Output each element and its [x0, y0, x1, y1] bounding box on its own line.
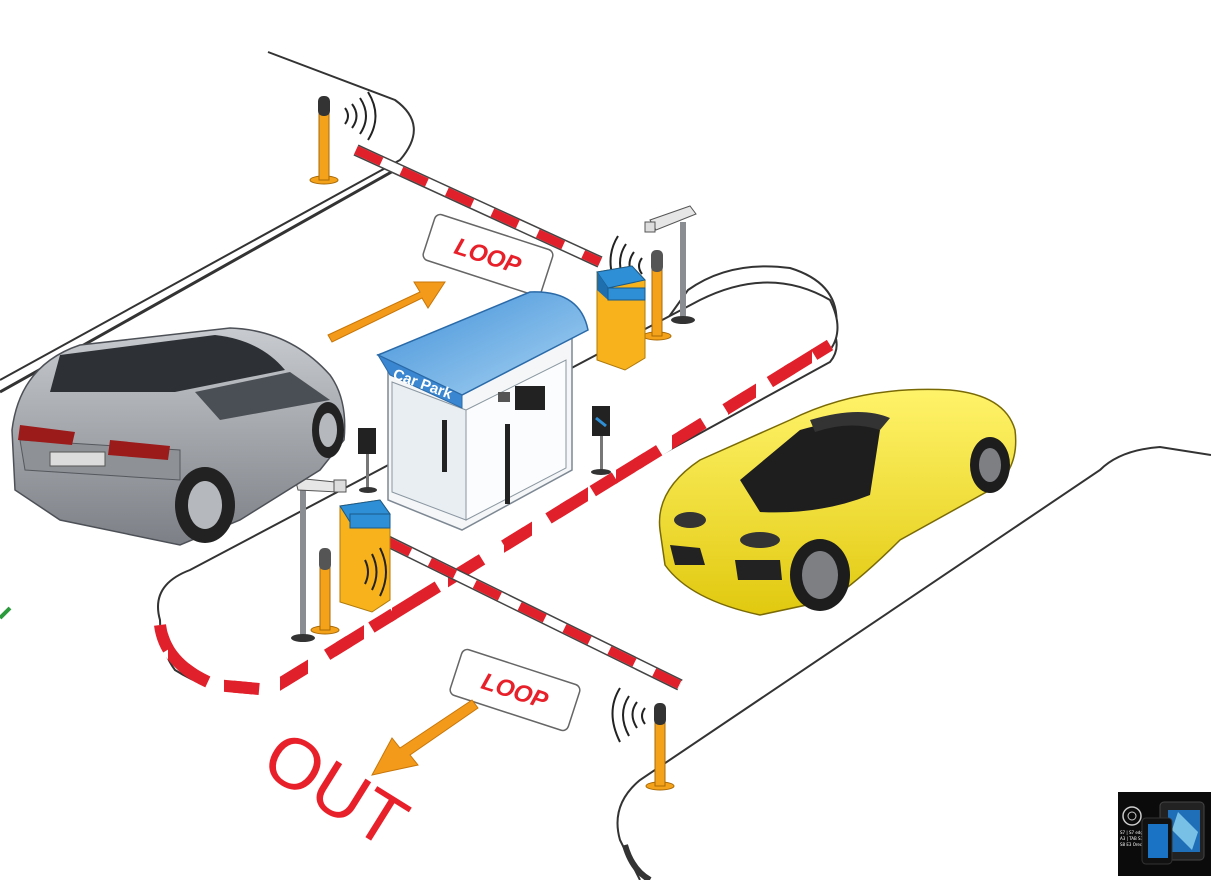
camera-pole-left	[291, 477, 347, 642]
phone-thumbnail: S7 | S7 edge A3 | TAB S3 S8 E3 Oreo	[1118, 792, 1211, 876]
car-park-booth: Car Park	[376, 291, 589, 531]
arrow-down-left-icon	[371, 699, 479, 776]
entry-barrier-arm	[353, 144, 603, 268]
card-reader-left	[358, 428, 377, 493]
thumbnail-text-3: S8 E3 Oreo	[1120, 842, 1143, 847]
exit-label: OUT	[250, 716, 421, 864]
card-reader-right	[591, 406, 611, 475]
exit-loop-pad: LOOP	[449, 648, 581, 732]
thumbnail-text-2: A3 | TAB S3	[1120, 836, 1144, 841]
exit-barrier-gate	[339, 499, 391, 613]
green-mark	[0, 606, 12, 620]
entry-loop-pad: LOOP	[422, 213, 554, 297]
entry-barrier-gate	[596, 265, 646, 371]
silver-car	[11, 327, 346, 546]
sensor-post-bottom	[611, 687, 675, 791]
sensor-post-top-left	[309, 91, 377, 185]
camera-pole-right	[644, 205, 697, 324]
thumbnail-text-1: S7 | S7 edge	[1120, 830, 1146, 835]
exit-barrier-arm	[382, 534, 683, 691]
yellow-car	[658, 388, 1017, 616]
sensor-post-right	[609, 235, 672, 341]
arrow-up-right-icon	[327, 281, 446, 343]
